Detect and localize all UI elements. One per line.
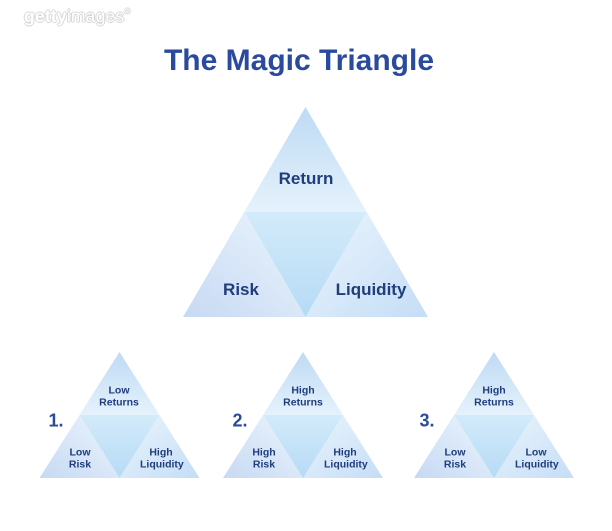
scenario3-top-label: High Returns	[474, 384, 514, 409]
main-triangle-group	[183, 107, 428, 317]
gettyimages-watermark: gettyimages®	[24, 6, 131, 27]
scenario2-right-label: High Liquidity	[324, 446, 368, 471]
scenario1-triangle-group	[39, 352, 200, 478]
scenario2-right-triangle	[303, 415, 383, 478]
scenario1-number: 1.	[48, 410, 64, 431]
scenario2-left-triangle	[223, 415, 303, 478]
main-risk-triangle	[183, 212, 306, 317]
main-risk-label: Risk	[223, 280, 259, 299]
scenario1-top-label: Low Returns	[99, 384, 139, 409]
scenario3-left-label: Low Risk	[443, 446, 467, 471]
scenario2-triangle-group	[223, 352, 383, 478]
main-return-triangle	[244, 107, 367, 212]
scenario3-right-triangle	[494, 415, 574, 478]
scenario3-right-label: Low Liquidity	[515, 446, 559, 471]
scenario1-left-label: Low Risk	[68, 446, 92, 471]
main-liquidity-label: Liquidity	[335, 280, 407, 299]
scenario2-center-triangle	[263, 415, 343, 478]
scenario2-left-label: High Risk	[252, 446, 276, 471]
page-title: The Magic Triangle	[163, 44, 435, 77]
scenario1-right-triangle	[119, 415, 200, 478]
scenario2-number: 2.	[232, 410, 248, 431]
scenario3-center-triangle	[454, 415, 534, 478]
main-return-label: Return	[278, 169, 334, 188]
scenario3-top-triangle	[454, 352, 534, 415]
main-liquidity-triangle	[305, 212, 428, 317]
watermark-brand-light: images	[66, 6, 125, 26]
scenario1-left-triangle	[39, 415, 120, 478]
scenario1-center-triangle	[79, 415, 160, 478]
scenario2-top-label: High Returns	[283, 384, 323, 409]
main-center-triangle	[244, 212, 367, 317]
scenario3-number: 3.	[419, 410, 435, 431]
registered-mark: ®	[124, 7, 131, 16]
scenario2-top-triangle	[263, 352, 343, 415]
scenario1-right-label: High Liquidity	[140, 446, 184, 471]
watermark-brand-bold: getty	[24, 6, 67, 26]
scenario1-top-triangle	[79, 352, 160, 415]
scenario3-left-triangle	[414, 415, 494, 478]
scenario3-triangle-group	[414, 352, 574, 478]
